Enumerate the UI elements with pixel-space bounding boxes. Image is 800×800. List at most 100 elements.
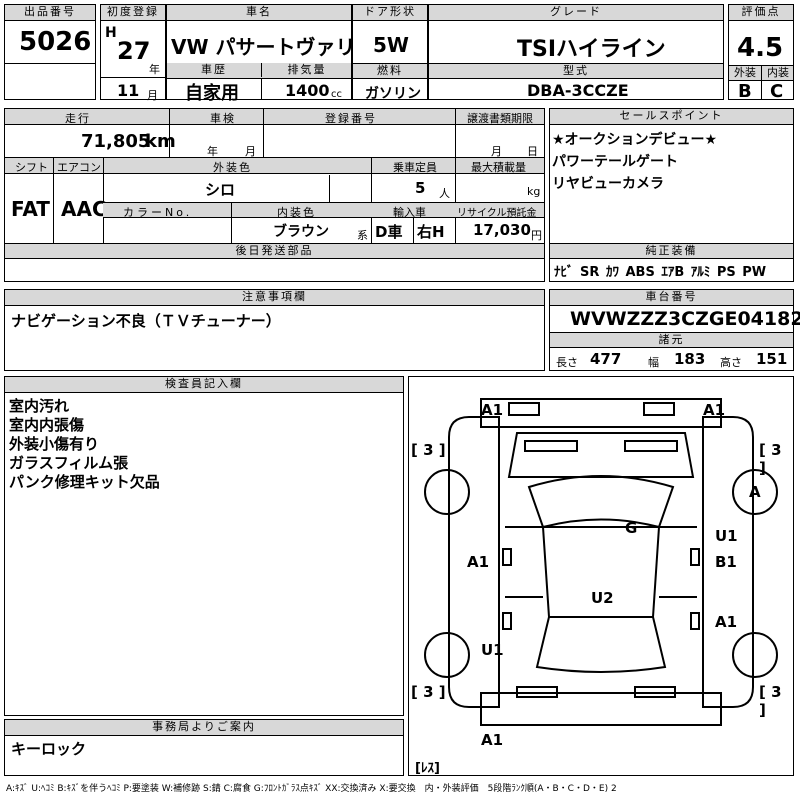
ac-label: エアコン: [57, 161, 101, 174]
sales-item: パワーテールゲート: [552, 154, 678, 170]
width: 183: [674, 350, 706, 368]
car-diagram: A1 A1 [ 3 ] [ 3 ] A G U1 B1 A1 U2 A1 U1 …: [408, 376, 794, 776]
mark-right-door-1: U1: [715, 527, 738, 545]
chassis-box: 車台番号 WVWZZZ3CZGE041827 諸元 長さ 477 幅 183 高…: [549, 289, 800, 371]
displacement: 1400: [285, 81, 330, 100]
mileage: 71,805: [81, 131, 151, 152]
hood-detail-l: [524, 440, 578, 452]
color: シロ: [205, 181, 236, 199]
mark-right-rear-door: A1: [715, 613, 738, 631]
later-label: 後日発送部品: [5, 243, 544, 259]
era: H: [105, 25, 117, 41]
front-light-right: [643, 402, 675, 416]
inspector-line: ガラスフィルム張: [9, 454, 129, 472]
rear-bumper-shape: [480, 692, 722, 726]
office-box: 事務局よりご案内 キーロック: [4, 719, 404, 776]
mark-right-door-2: B1: [715, 553, 737, 571]
score-label: 評価点: [729, 5, 793, 21]
vin: WVWZZZ3CZGE041827: [570, 308, 800, 330]
score: 4.5: [737, 33, 784, 63]
equip-item: ｱﾙﾐ: [690, 265, 711, 280]
width-label: 幅: [648, 356, 659, 369]
tr-day-unit: 日: [527, 145, 538, 158]
dims-label: 諸元: [550, 332, 793, 348]
history-label: 車歴: [201, 63, 227, 76]
handle: 右H: [417, 223, 445, 241]
color-no-label: カラーNo.: [123, 206, 193, 219]
lot-label: 出品番号: [5, 5, 95, 21]
model-label: 型式: [429, 63, 723, 79]
notes-label: 注意事項欄: [5, 290, 544, 306]
car-outline: [424, 398, 778, 726]
equip-item: ｶﾜ: [605, 265, 619, 280]
equip-item: ABS: [625, 265, 655, 280]
model: DBA-3CCZE: [527, 81, 629, 100]
displacement-label: 排気量: [261, 63, 352, 77]
equipment-list: ﾅﾋﾞ SR ｶﾜ ABS ｴｱB ｱﾙﾐ PS PW: [554, 261, 766, 280]
mark-tire-rr: [ 3 ]: [759, 683, 782, 719]
windshield-shape: [527, 475, 675, 529]
capacity: 5: [415, 179, 426, 197]
inspector-line: 外装小傷有り: [9, 435, 100, 453]
displacement-unit: cc: [331, 89, 342, 100]
capacity-label: 乗車定員: [393, 161, 437, 174]
notes-box: 注意事項欄 ナビゲーション不良（ＴＶチューナー）: [4, 289, 545, 371]
door-label: ドア形状: [353, 5, 427, 21]
transfer-label: 譲渡書類期限: [467, 112, 533, 125]
ac: AAC: [61, 197, 107, 221]
mileage-unit: km: [145, 131, 176, 152]
length: 477: [590, 350, 622, 368]
hood-shape: [507, 432, 695, 478]
grade: TSIハイライン: [517, 37, 666, 62]
lot-box: 出品番号 5026: [4, 4, 96, 100]
sales-label: セールスポイント: [550, 109, 793, 125]
import: D車: [375, 223, 403, 241]
right-side-shape: [702, 416, 754, 708]
inspector-line: パンク修理キット欠品: [9, 473, 160, 491]
door-handle-r1: [690, 548, 700, 566]
equip-item: ｴｱB: [661, 265, 685, 280]
mark-rear-bumper: A1: [481, 731, 504, 749]
recycle: 17,030: [473, 221, 531, 239]
exterior-score: B: [738, 81, 752, 102]
rear-light-right: [634, 686, 676, 698]
mark-front-left: A1: [481, 401, 504, 419]
door-handle-l1: [502, 548, 512, 566]
hood-detail-r: [624, 440, 678, 452]
history-header: 車歴 排気量: [167, 63, 351, 79]
equip-item: SR: [580, 265, 600, 280]
equip-item: ﾅﾋﾞ: [554, 265, 574, 280]
recycle-label: リサイクル預託金: [457, 208, 537, 219]
insp-year-unit: 年: [207, 145, 218, 158]
sales-item: ★オークションデビュー★: [552, 132, 718, 148]
height-label: 高さ: [720, 356, 742, 369]
left-side-shape: [448, 416, 500, 708]
reg-month: 11: [117, 81, 140, 100]
int-color-unit: 系: [357, 229, 368, 242]
score-box: 評価点 4.5 外装 内装 B C: [728, 4, 794, 102]
reg-box: 初度登録 H 27 年 11 月: [100, 4, 166, 102]
interior-label: 内装: [761, 66, 794, 80]
office-label: 事務局よりご案内: [5, 720, 403, 736]
door-handle-l2: [502, 612, 512, 630]
insp-month-unit: 月: [245, 145, 256, 158]
reg-label: 初度登録: [101, 5, 165, 21]
length-label: 長さ: [556, 356, 578, 369]
sales-box: セールスポイント ★オークションデビュー★ パワーテールゲート リヤビューカメラ…: [549, 108, 794, 282]
shift: FAT: [11, 197, 50, 221]
reg-year: 27: [117, 37, 151, 65]
mark-left-quarter: U1: [481, 641, 504, 659]
car-name-box: 車名 VW パサートヴァリアント 車歴 排気量 自家用 1400 cc: [166, 4, 415, 104]
specs-row2-header: [5, 158, 544, 174]
color-label: 外装色: [213, 161, 252, 174]
import-label: 輸入車: [393, 206, 426, 219]
grade-box: グレード TSIハイライン 型式 DBA-3CCZE: [428, 4, 724, 100]
front-light-left: [508, 402, 540, 416]
rear-window-shape: [535, 616, 667, 673]
int-color: ブラウン: [273, 224, 329, 240]
mark-roof: U2: [591, 589, 614, 607]
office-text: キーロック: [11, 740, 87, 758]
legend-text: A:ｷｽﾞ U:ﾍｺﾐ B:ｷｽﾞを伴うﾍｺﾐ P:要塗装 W:補修跡 S:錆 …: [6, 784, 617, 794]
tire-fr: [732, 469, 778, 515]
inspector-line: 室内汚れ: [9, 397, 70, 415]
